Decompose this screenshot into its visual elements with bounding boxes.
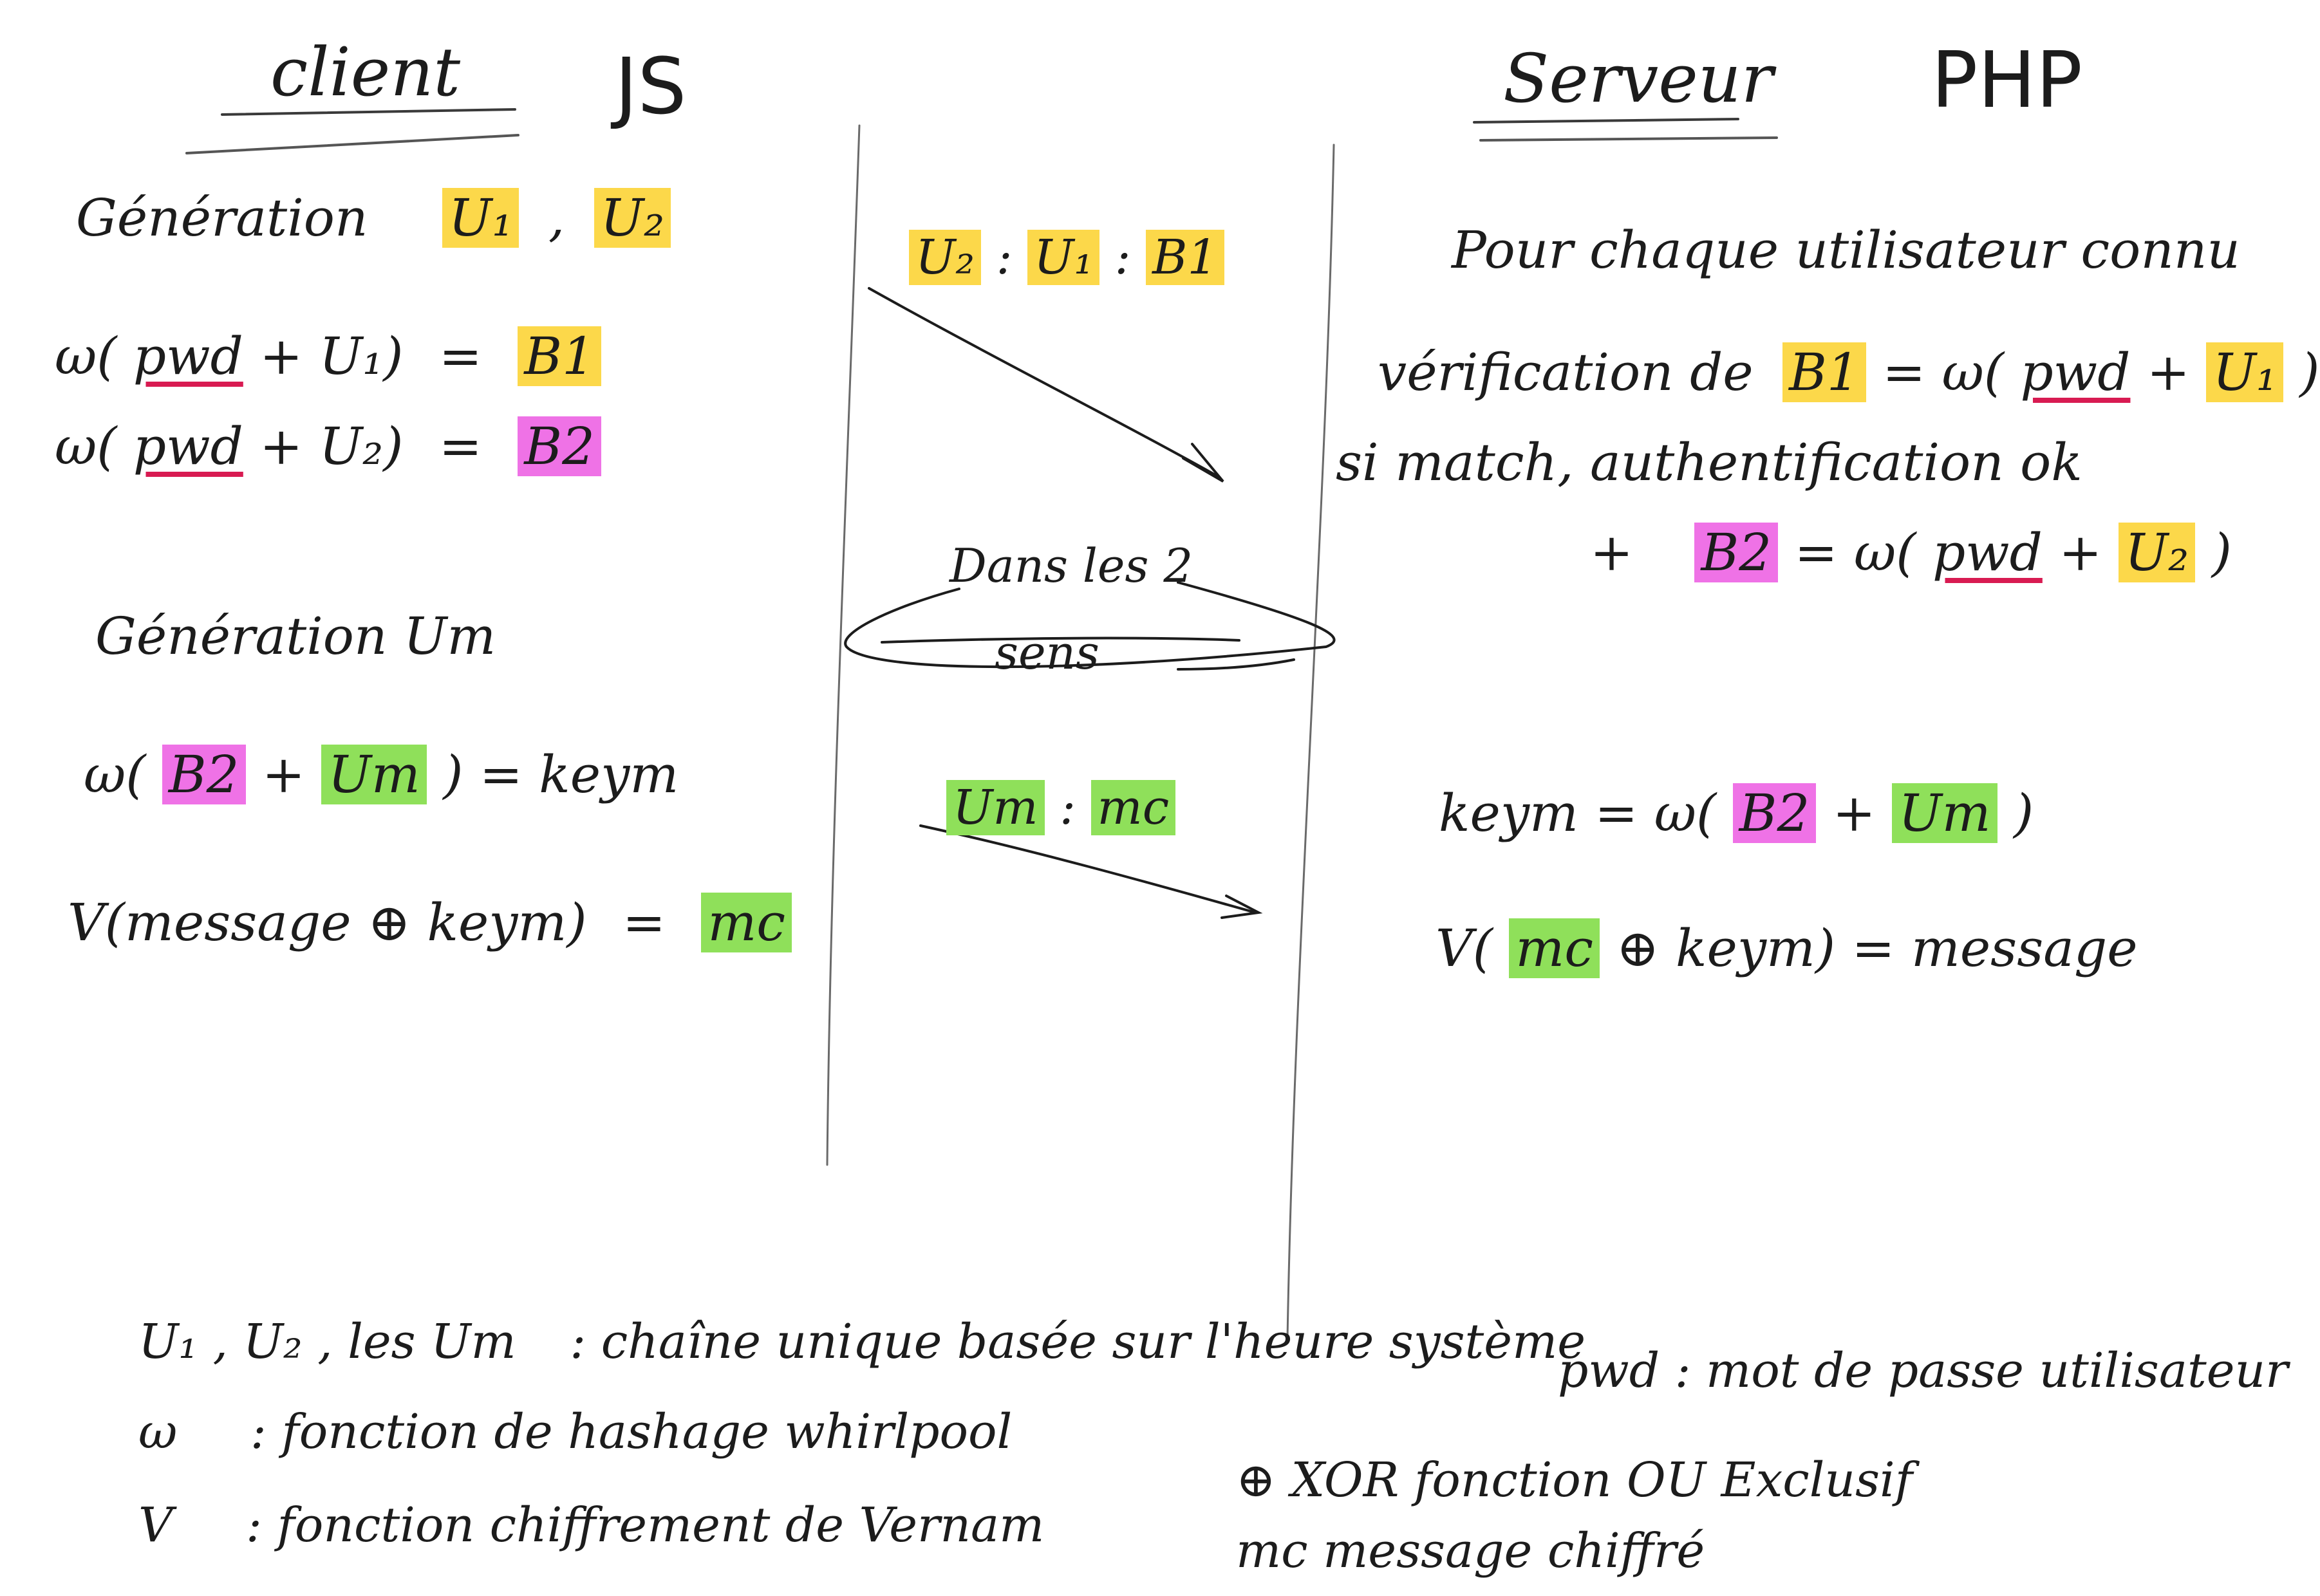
legend-pwd: pwd : mot de passe utilisateur: [1558, 1343, 2288, 1398]
b1-token: B1: [1782, 342, 1866, 402]
gen-label: Génération: [76, 188, 368, 248]
both-ways-label-2: sens: [995, 626, 1099, 680]
channel-divider-left: [826, 124, 861, 1166]
php-heading: PHP: [1931, 36, 2082, 125]
server-message-formula: V( mc ⊕ keym) = message: [1436, 918, 2138, 978]
server-match-ok: si match, authentification ok: [1336, 432, 2082, 492]
legend-hash: ω : fonction de hashage whirlpool: [138, 1404, 1013, 1460]
b1-token: B1: [518, 326, 601, 386]
arrow-both-ways: [844, 581, 1336, 669]
b2-token: B2: [518, 416, 601, 476]
arrow-message-head: [1221, 895, 1263, 919]
arrow-both-ways-inner: [881, 636, 1240, 644]
arrow-login-head: [1182, 443, 1224, 483]
u1-token: U₁: [442, 188, 519, 248]
channel-login-message: U₂ : U₁ : B1: [909, 230, 1224, 285]
b2-token: B2: [1732, 783, 1817, 843]
channel-encrypted-message: Um : mc: [946, 780, 1176, 835]
pwd-token: pwd: [133, 326, 243, 386]
diagram-strokes: [185, 108, 1778, 1340]
arrow-login-to-server: [868, 287, 1221, 479]
client-mc-formula: V(message ⊕ keym) = mc: [68, 893, 792, 952]
legend-unique-strings: U₁ , U₂ , les Um : chaîne unique basée s…: [138, 1314, 1586, 1369]
legend-mc: mc message chiffré: [1236, 1523, 1705, 1579]
client-b1-formula: ω( pwd + U₁) = B1: [55, 326, 601, 386]
pwd-token: pwd: [2020, 342, 2131, 402]
mc-token: mc: [1509, 918, 1600, 978]
client-b2-formula: ω( pwd + U₂) = B2: [55, 416, 601, 476]
both-ways-label-1: Dans les 2: [950, 539, 1193, 593]
client-gen-um: Génération Um: [95, 606, 496, 666]
mc-token: mc: [701, 893, 792, 952]
arrow-message-to-server: [919, 824, 1257, 914]
u2-token: U₂: [594, 188, 671, 248]
js-heading: JS: [615, 42, 687, 132]
client-gen-u1u2: Génération U₁ , U₂: [76, 188, 671, 248]
client-underline-1: [221, 108, 516, 116]
server-keym-formula: keym = ω( B2 + Um ): [1439, 783, 2034, 843]
channel-divider-right: [1286, 144, 1335, 1340]
u2-token: U₂: [2118, 523, 2196, 582]
legend-vernam: V : fonction chiffrement de Vernam: [138, 1498, 1045, 1553]
pwd-token: pwd: [133, 416, 243, 476]
legend-xor: ⊕ XOR fonction OU Exclusif: [1236, 1452, 1913, 1508]
server-foreach-user: Pour chaque utilisateur connu: [1452, 220, 2240, 280]
um-token: Um: [1892, 783, 1997, 843]
client-heading: client: [270, 33, 461, 111]
server-verify-b1: vérification de B1 = ω( pwd + U₁ ): [1378, 342, 2320, 402]
serveur-heading: Serveur: [1503, 39, 1773, 118]
pwd-token: pwd: [1932, 523, 2043, 582]
um-token: Um: [321, 745, 427, 804]
u1-token: U₁: [2206, 342, 2283, 402]
client-keym-formula: ω( B2 + Um ) = keym: [84, 745, 679, 804]
client-underline-2: [185, 134, 519, 154]
serveur-underline-1: [1473, 118, 1739, 124]
serveur-underline-2: [1479, 136, 1778, 142]
b2-token: B2: [162, 745, 246, 804]
arrow-both-ways-lower: [1177, 658, 1295, 671]
b2-token: B2: [1694, 523, 1779, 582]
server-verify-b2: + B2 = ω( pwd + U₂ ): [1590, 523, 2232, 582]
